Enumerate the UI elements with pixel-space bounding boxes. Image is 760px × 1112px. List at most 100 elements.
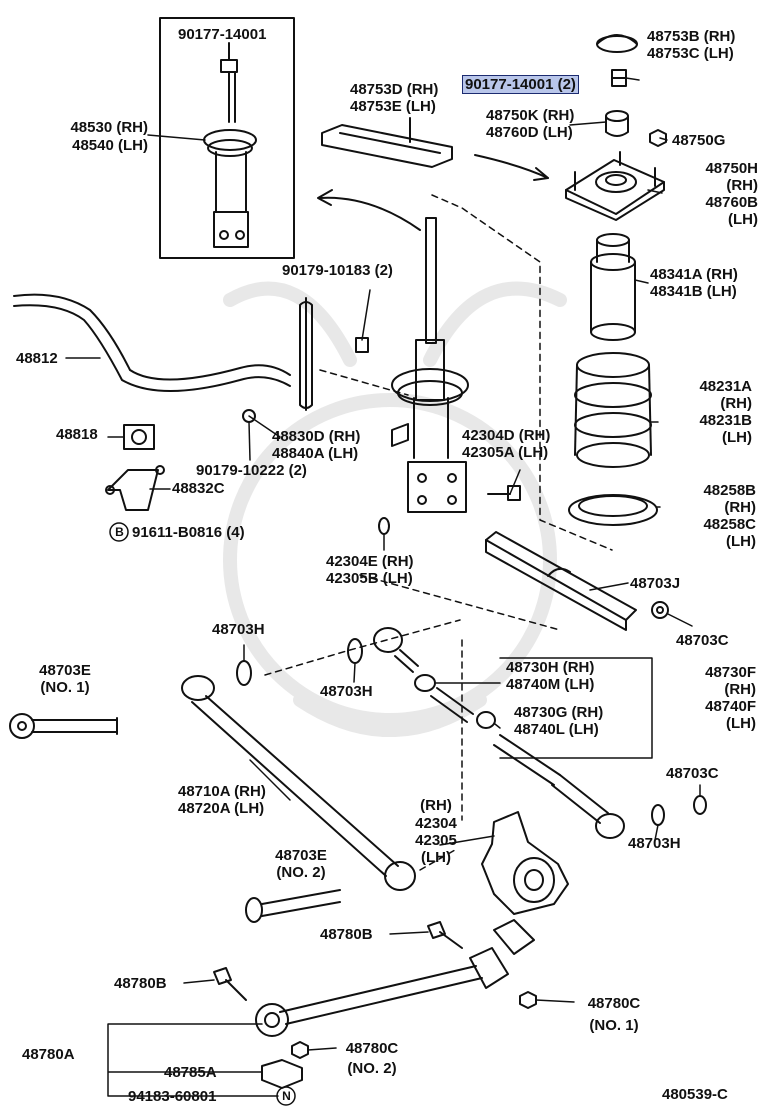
label-strut-bolt-rh: 42304D (RH) — [462, 427, 551, 444]
label-adj-h-rh: 48730H (RH) — [506, 659, 595, 676]
label-bush-c2: 48703C — [666, 765, 719, 782]
label-nut-780c-1: 48780C — [587, 995, 641, 1012]
bracket-bolt-mark-circle — [109, 522, 129, 542]
label-knuckle-1: 42304 — [415, 815, 457, 832]
label-retainer: 48785A — [164, 1064, 217, 1081]
nut-780c-1 — [519, 991, 537, 1009]
rod-bolt-mark-circle — [276, 1086, 296, 1106]
label-arm-a-lh: 48720A (LH) — [178, 800, 265, 817]
label-cam-e2-no: (NO. 2) — [276, 864, 326, 881]
label-cover-lh: 48753E (LH) — [350, 98, 436, 115]
label-knuckle-lh: (LH) — [421, 849, 451, 866]
link-bushing-upper — [355, 337, 369, 353]
label-adj-m-lh: 48740M (LH) — [506, 676, 595, 693]
upper-nut — [611, 69, 627, 87]
spring-insulator — [568, 494, 658, 526]
label-adj-g-rh: 48730G (RH) — [514, 704, 604, 721]
dust-cap — [596, 34, 638, 53]
label-nut-48750g: 48750G — [672, 132, 726, 149]
stabilizer-bar — [13, 293, 291, 392]
label-bearing-lh: 48760D (LH) — [486, 124, 573, 141]
label-knuckle-rh: (RH) — [420, 797, 452, 814]
rear-axle-carrier — [481, 811, 569, 955]
label-adj-l-lh: 48740L (LH) — [514, 721, 599, 738]
label-support-2: (RH) — [726, 177, 758, 194]
label-insul-3: 48258C — [703, 516, 756, 533]
label-support-4: (LH) — [728, 211, 758, 228]
label-cam-e1: 48703E — [39, 662, 91, 679]
label-spring-3: 48231B — [699, 412, 752, 429]
lower-control-arm-j — [485, 531, 637, 631]
label-arm-f-1: 48730F — [705, 664, 756, 681]
stabilizer-bushing — [123, 424, 155, 450]
label-cap-rh: 48753B (RH) — [647, 28, 736, 45]
label-bush-h1: 48703H — [212, 621, 265, 638]
label-link-lh: 48840A (LH) — [272, 445, 359, 462]
bushing-h2 — [347, 638, 363, 664]
bushing-h3 — [651, 804, 665, 826]
arm-bushing-c1 — [651, 601, 669, 619]
lateral-arm-a — [181, 675, 416, 891]
watermark-emblem — [223, 281, 567, 737]
label-cam-e1-no: (NO. 1) — [40, 679, 90, 696]
bearing — [605, 110, 629, 137]
label-nut-highlight[interactable]: 90177-14001 (2) — [462, 75, 579, 94]
label-arm-f-3: 48740F — [705, 698, 756, 715]
strut-rod — [255, 947, 509, 1037]
label-nut-780c-2-no: (NO. 2) — [347, 1060, 397, 1077]
label-strut-lh: 48540 (LH) — [72, 137, 148, 154]
inset-frame — [159, 17, 295, 259]
nut-780c-2 — [291, 1041, 309, 1059]
label-stabilizer: 48812 — [16, 350, 58, 367]
bump-stopper — [590, 233, 636, 341]
strut-rod-bolt-1 — [427, 921, 463, 949]
label-bracket-730f — [499, 657, 653, 759]
label-rod-bolt-mark: N — [282, 1089, 291, 1103]
label-bound-lh: 48341B (LH) — [650, 283, 737, 300]
bushing-c2 — [693, 795, 707, 815]
label-rod-bolt: 94183-60801 — [128, 1088, 217, 1105]
label-insul-1: 48258B — [703, 482, 756, 499]
label-cap-lh: 48753C (LH) — [647, 45, 734, 62]
strut-bolt — [487, 485, 521, 501]
label-link-bolt: 90179-10183 (2) — [282, 262, 393, 279]
label-cover-rh: 48753D (RH) — [350, 81, 439, 98]
label-arm-a-rh: 48710A (RH) — [178, 783, 266, 800]
label-bushing: 48818 — [56, 426, 98, 443]
label-support-1: 48750H — [705, 160, 758, 177]
nut-48750g — [649, 129, 667, 147]
label-bracket-bolt-mark: B — [115, 525, 124, 539]
label-inset-nut: 90177-14001 — [178, 26, 267, 43]
label-nut-780c-2: 48780C — [345, 1040, 399, 1057]
label-bolt-780b-1: 48780B — [320, 926, 373, 943]
retainer-plate — [261, 1059, 303, 1089]
label-bracket-780a — [107, 1023, 279, 1097]
label-strut-bolt-lh: 42305A (LH) — [462, 444, 549, 461]
upper-support — [565, 151, 665, 221]
inset-strut-drawing — [203, 42, 257, 248]
label-cam-e2: 48703E — [275, 847, 327, 864]
label-washer-rh: 42304E (RH) — [326, 553, 414, 570]
label-insul-2: (RH) — [724, 499, 756, 516]
label-washer-lh: 42305B (LH) — [326, 570, 413, 587]
shock-absorber — [391, 217, 469, 513]
label-strut-rod: 48780A — [22, 1046, 75, 1063]
label-arm-f-4: (LH) — [726, 715, 756, 732]
label-bearing-rh: 48750K (RH) — [486, 107, 575, 124]
flow-arrow-left — [319, 196, 421, 231]
diagram-id-code: 480539-C — [662, 1086, 728, 1103]
stabilizer-link — [299, 297, 313, 411]
label-bush-h3: 48703H — [628, 835, 681, 852]
camber-bolt-2 — [245, 889, 341, 923]
label-bolt-780b-2: 48780B — [114, 975, 167, 992]
label-link-rh: 48830D (RH) — [272, 428, 361, 445]
label-support-3: 48760B — [705, 194, 758, 211]
coil-spring — [574, 352, 652, 468]
label-bound-rh: 48341A (RH) — [650, 266, 738, 283]
label-arm-48703j: 48703J — [630, 575, 681, 592]
label-arm-f-2: (RH) — [724, 681, 756, 698]
adjust-arm-f — [373, 627, 625, 839]
label-nut-780c-1-no: (NO. 1) — [589, 1017, 639, 1034]
label-spring-1: 48231A — [699, 378, 752, 395]
